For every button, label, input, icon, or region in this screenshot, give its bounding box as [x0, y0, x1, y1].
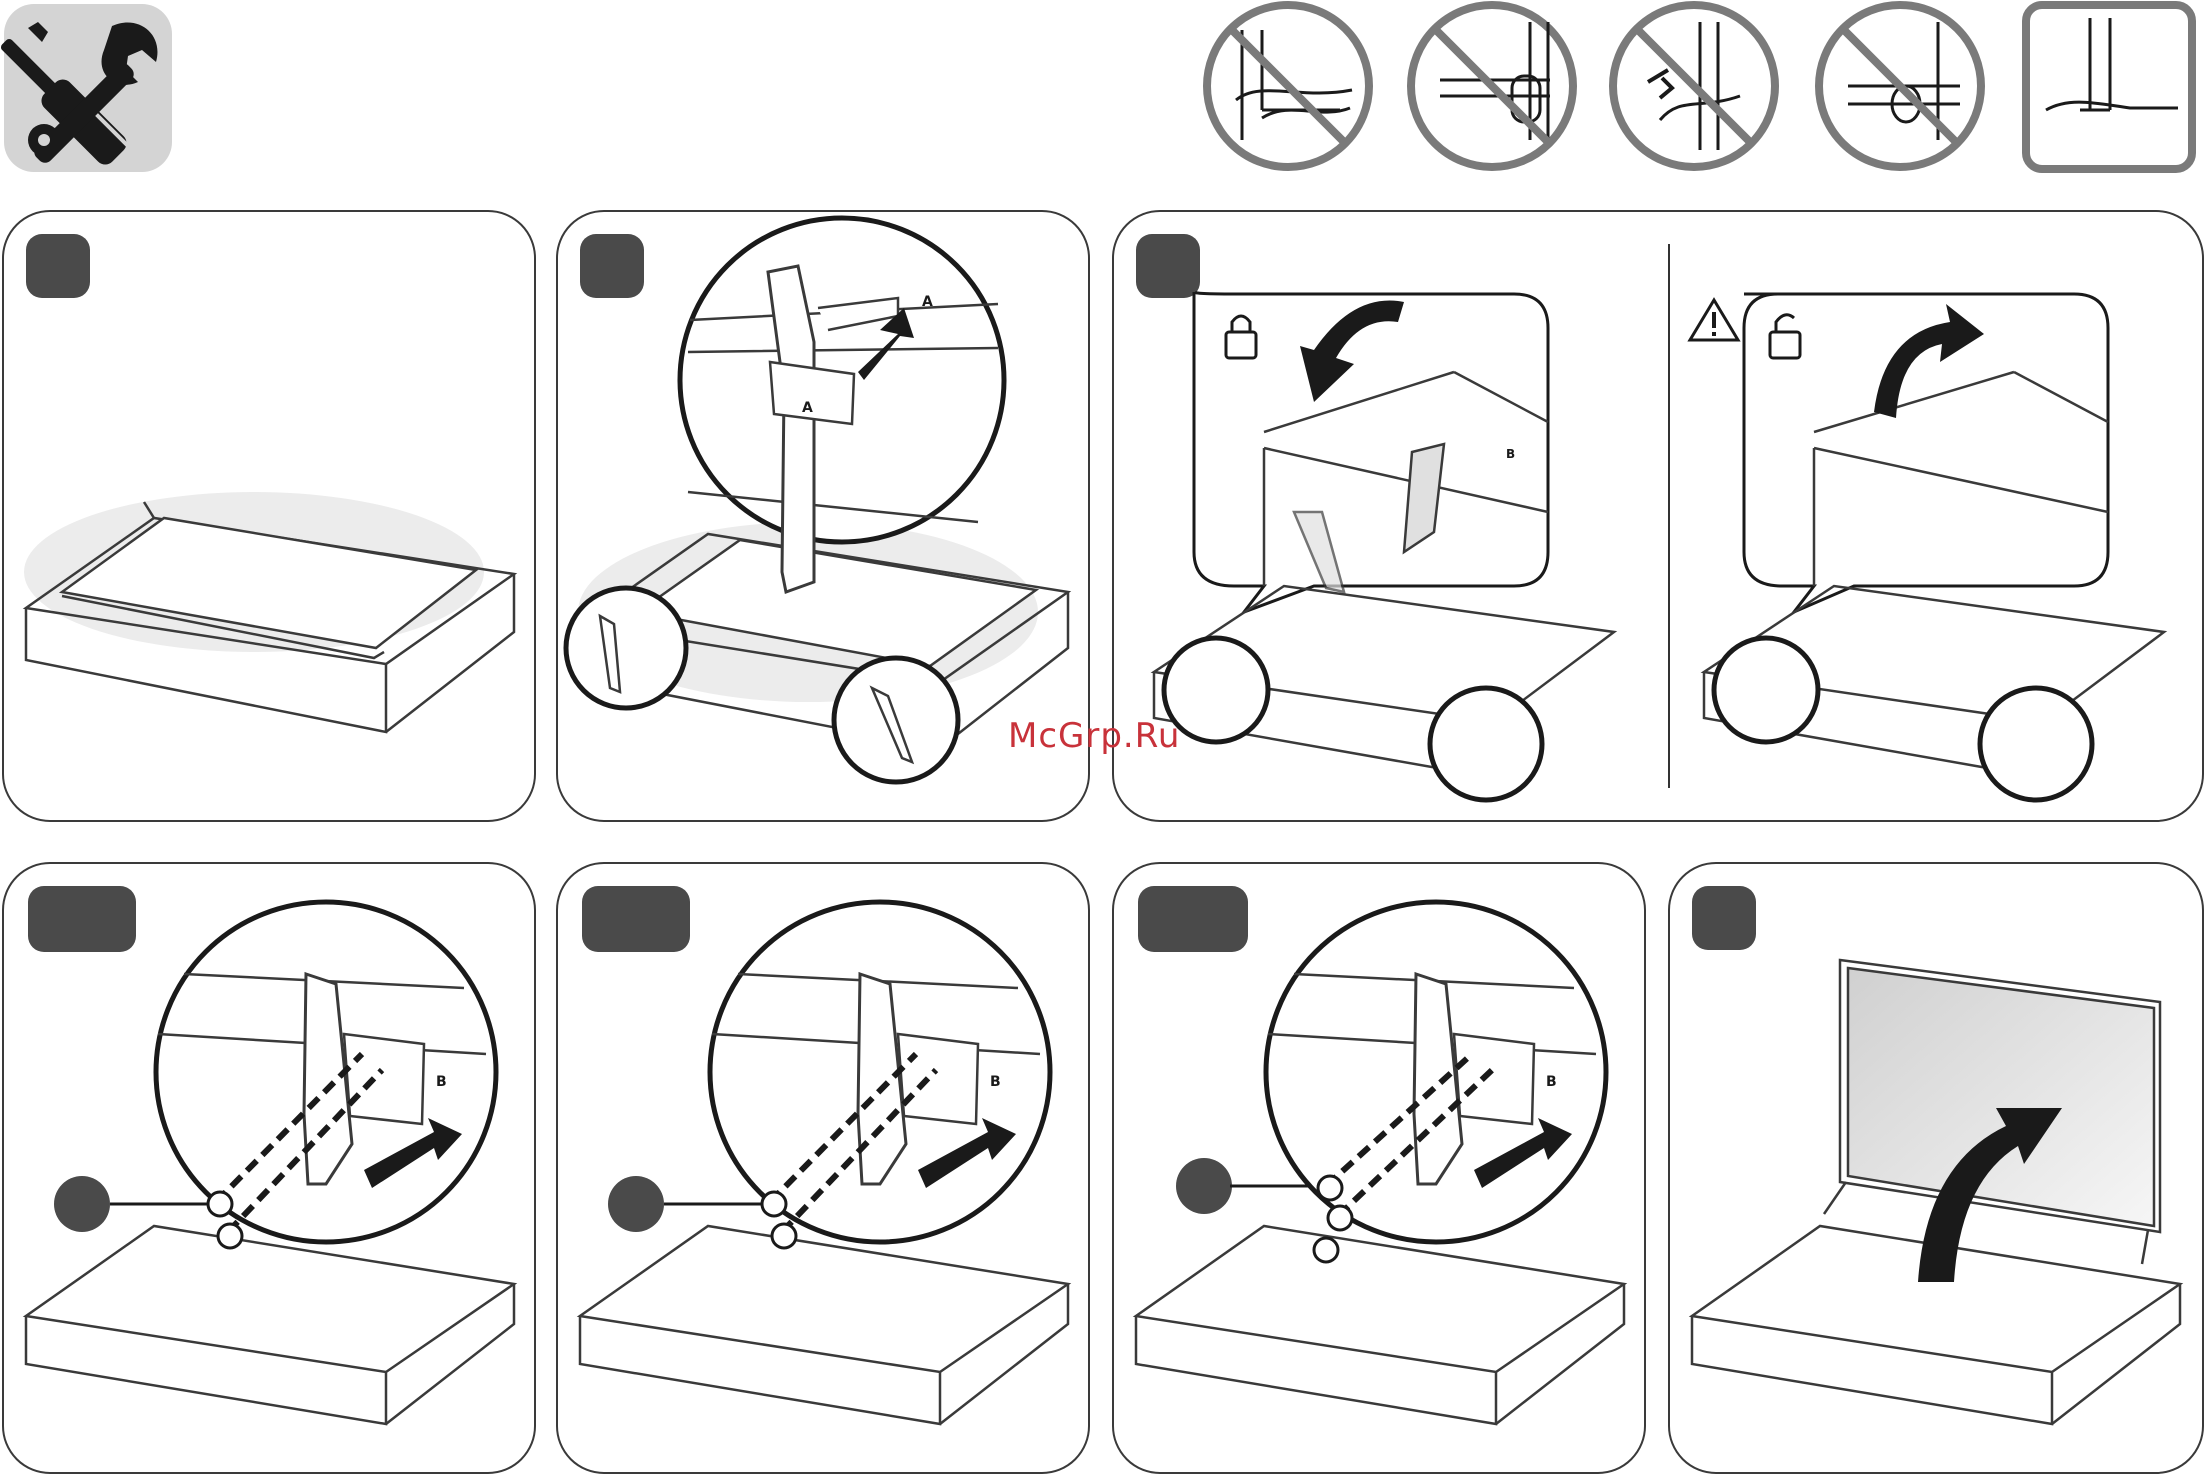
step-panel-4: B [2, 862, 536, 1474]
warning-triangle-icon [1690, 300, 1738, 340]
stand-label-a-large: A [802, 400, 813, 416]
step-panel-1 [2, 210, 536, 822]
stand-label-b-4: B [436, 1074, 447, 1090]
step-panel-6: B [1112, 862, 1646, 1474]
step-panel-7 [1668, 862, 2204, 1474]
step-panel-5: B [556, 862, 1090, 1474]
screw-attach-illustration-4: B [4, 864, 536, 1474]
tv-upright-illustration [1670, 864, 2204, 1474]
handling-icons [0, 0, 2204, 180]
watermark-text: McGrp.Ru [1008, 716, 1180, 756]
stand-label-b-5: B [990, 1074, 1001, 1090]
screw-attach-illustration-6: B [1114, 864, 1646, 1474]
step-panel-3: B [1112, 210, 2204, 822]
panel-3-divider [1668, 244, 1670, 788]
stand-label-a-small: A [922, 294, 933, 310]
tv-on-box-illustration [4, 212, 536, 822]
screw-attach-illustration-5: B [558, 864, 1090, 1474]
stand-label-b-rotate-left: B [1506, 447, 1515, 461]
stand-label-b-6: B [1546, 1074, 1557, 1090]
stand-rotate-illustration: B [1114, 212, 2204, 822]
